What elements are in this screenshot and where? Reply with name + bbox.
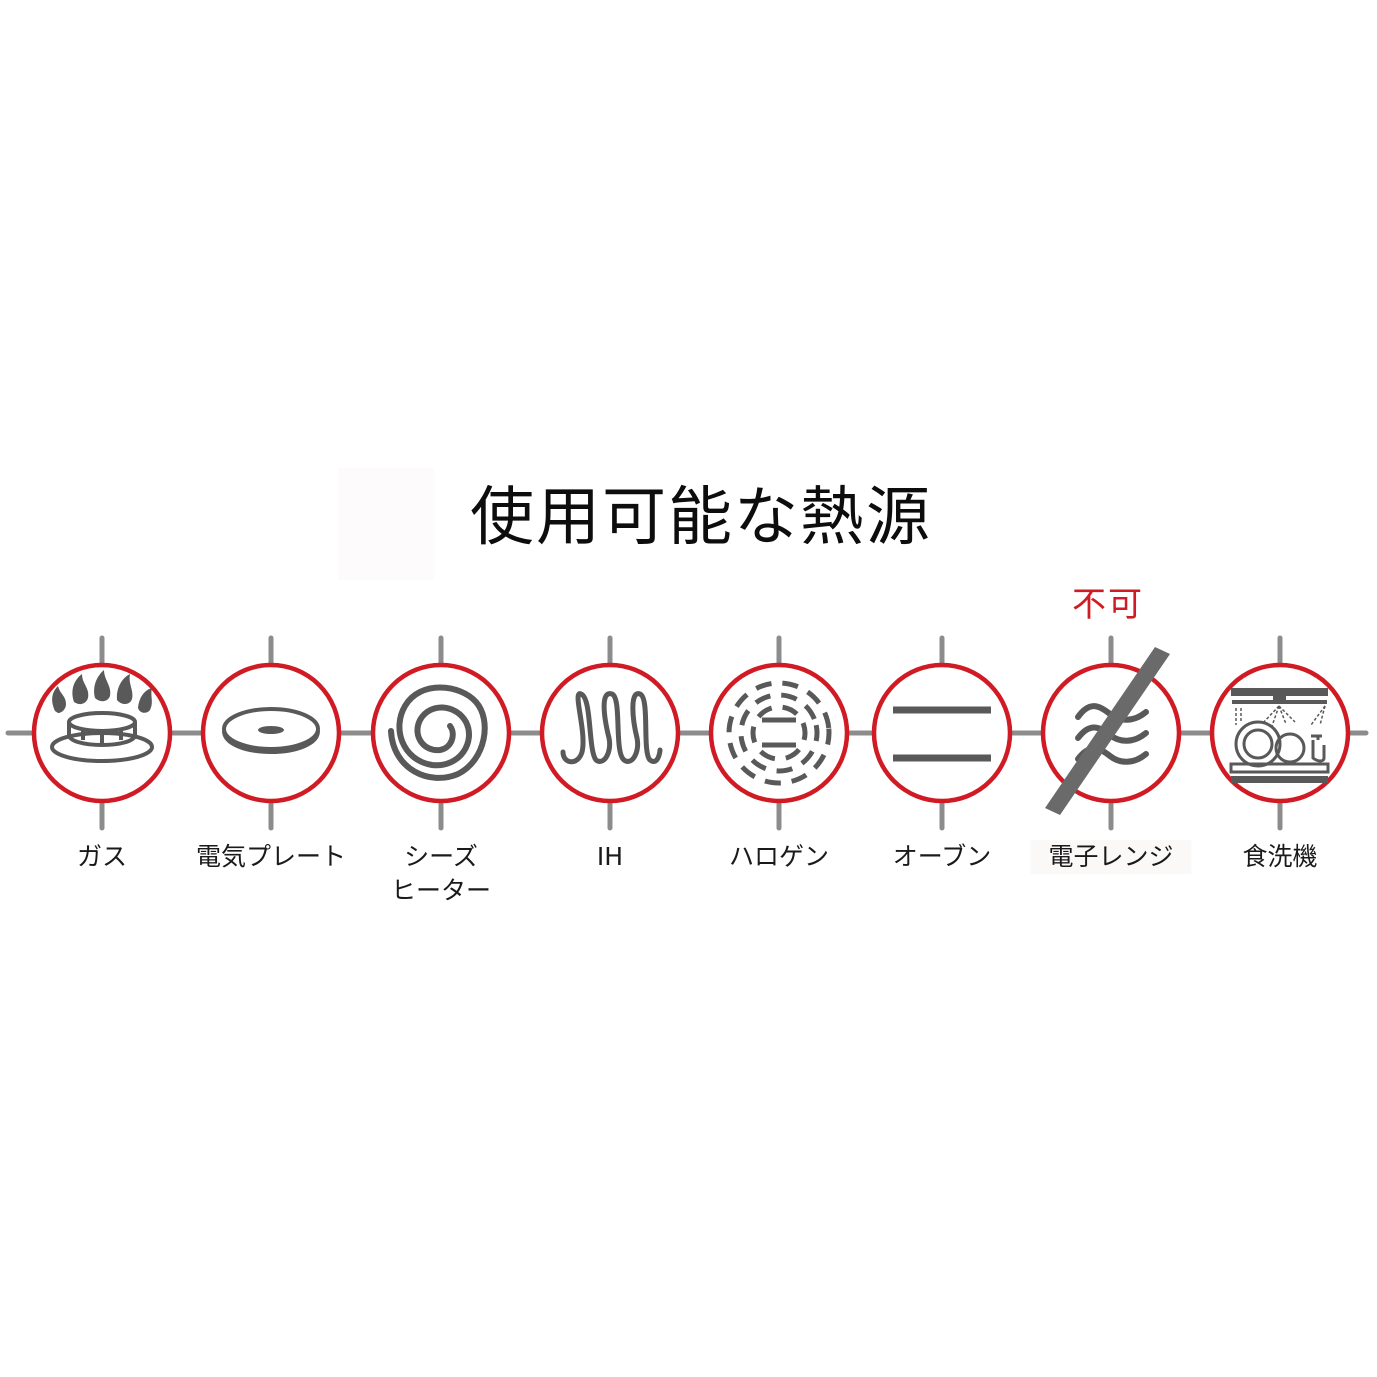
spiral-heater-icon [388,684,488,781]
blank-placeholder-box [338,468,434,580]
halogen-icon [726,680,832,786]
label-electric-plate: 電気プレート [195,842,347,871]
label-gas: ガス [76,842,128,871]
ring-dishwasher [1209,662,1351,804]
electric-plate-icon [222,707,320,755]
not-allowed-label: 不可 [1072,585,1144,625]
label-sheathed-heater: シーズヒーター [390,842,492,905]
oven-icon [893,706,991,762]
label-ih: IH [596,842,624,871]
gas-burner-icon [50,670,154,763]
label-microwave: 電子レンジ [1030,840,1192,874]
label-dishwasher: 食洗機 [1242,842,1318,871]
dishwasher-icon [1229,688,1330,783]
ring-oven [871,662,1013,804]
page-title: 使用可能な熱源 [470,481,932,555]
label-halogen: ハロゲン [728,842,830,871]
prohibited-slash-icon [1045,647,1170,815]
induction-coil-icon [560,691,663,765]
label-oven: オーブン [892,842,992,871]
